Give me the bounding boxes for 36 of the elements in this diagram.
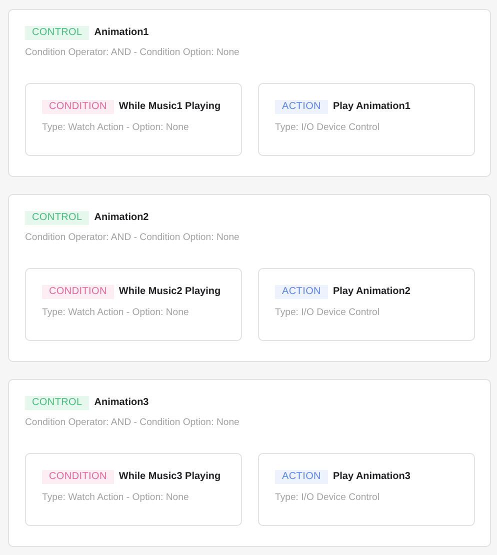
kind-tag: CONTROL [25, 396, 90, 410]
rule-details: Type: Watch Action - Option: None [42, 121, 189, 134]
action-card [258, 453, 475, 526]
rule-title: While Music3 Playing [118, 470, 221, 484]
rule-details: Type: Watch Action - Option: None [42, 491, 189, 504]
kind-tag: CONDITION [42, 285, 114, 299]
condition-card [25, 268, 242, 341]
rule-title: Play Animation1 [332, 100, 410, 114]
rule-details: Condition Operator: AND - Condition Option: None [25, 46, 240, 59]
rule-title: Animation3 [94, 396, 149, 410]
rule-title: Animation1 [94, 26, 149, 40]
control-card [8, 9, 491, 177]
rule-title: While Music2 Playing [118, 285, 221, 299]
rule-details: Type: I/O Device Control [275, 491, 380, 504]
rule-title: Animation2 [94, 211, 149, 225]
rule-details: Condition Operator: AND - Condition Option: None [25, 416, 240, 429]
kind-tag: CONDITION [42, 470, 114, 484]
action-card [258, 83, 475, 156]
rule-details: Condition Operator: AND - Condition Option: None [25, 231, 240, 244]
control-card [8, 194, 491, 362]
control-card [8, 379, 491, 547]
rule-details: Type: I/O Device Control [275, 121, 380, 134]
rule-details: Type: Watch Action - Option: None [42, 306, 189, 319]
kind-tag: ACTION [275, 470, 328, 484]
kind-tag: CONTROL [25, 26, 90, 40]
rule-title: While Music1 Playing [118, 100, 221, 114]
kind-tag: CONDITION [42, 100, 114, 114]
action-card [258, 268, 475, 341]
kind-tag: ACTION [275, 285, 328, 299]
kind-tag: ACTION [275, 100, 328, 114]
condition-card [25, 83, 242, 156]
rule-details: Type: I/O Device Control [275, 306, 380, 319]
kind-tag: CONTROL [25, 211, 90, 225]
condition-card [25, 453, 242, 526]
rule-title: Play Animation3 [332, 470, 410, 484]
rule-title: Play Animation2 [332, 285, 410, 299]
